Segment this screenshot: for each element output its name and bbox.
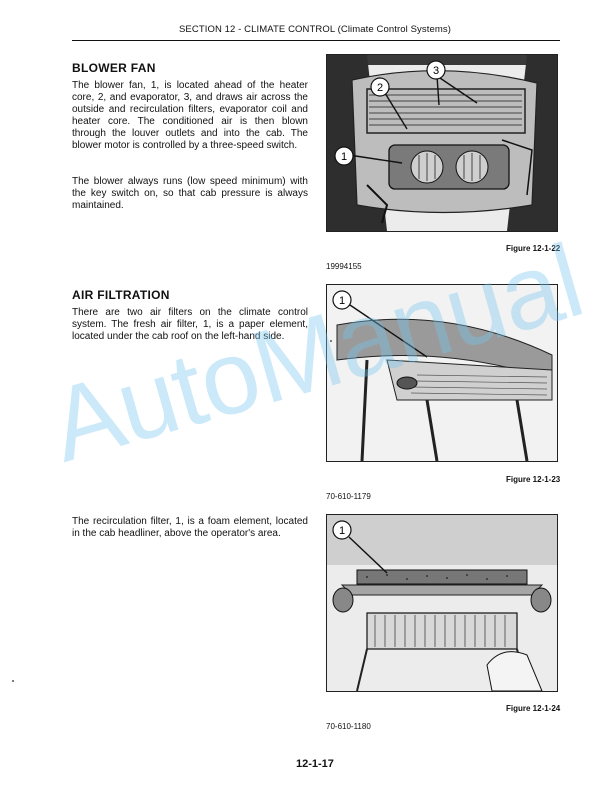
figure-12-1-23-callouts: 1 [332,290,352,310]
callout-2: 2 [370,77,390,97]
figure-12-1-22-id: 19994155 [326,262,362,271]
figure-12-1-23-photo [326,284,558,462]
header-rule [72,40,560,41]
scan-speck [330,340,332,342]
figure-12-1-24-caption: Figure 12-1-24 [506,704,561,713]
callout-1: 1 [332,290,352,310]
scan-speck [12,680,14,682]
section-header: SECTION 12 - CLIMATE CONTROL (Climate Co… [179,24,451,35]
figure-12-1-23-id: 70-610-1179 [326,492,371,501]
figure-12-1-24-photo [326,514,558,692]
blower-fan-paragraph-1: The blower fan, 1, is located ahead of t… [72,80,308,151]
callout-1-label: 1 [339,295,345,307]
air-filtration-heading: AIR FILTRATION [72,288,170,302]
figure-12-1-22-photo [326,54,558,232]
figure-12-1-24-callouts: 1 [332,520,352,540]
figure-12-1-24-id: 70-610-1180 [326,722,371,731]
callout-1-label: 1 [339,525,345,537]
figure-12-1-22-callouts: 1 2 3 [334,60,446,166]
recirculation-filter-illustration [327,515,557,691]
callout-1: 1 [334,146,354,166]
fresh-air-filter-illustration [327,285,557,461]
callout-3: 3 [426,60,446,80]
callout-2-label: 2 [377,82,383,94]
callout-1-label: 1 [341,151,347,163]
callout-3-label: 3 [433,65,439,77]
recirculation-filter-paragraph: The recirculation filter, 1, is a foam e… [72,516,308,539]
blower-fan-heading: BLOWER FAN [72,61,156,75]
blower-fan-illustration [327,55,557,231]
air-filtration-paragraph-1: There are two air filters on the climate… [72,307,308,342]
blower-fan-paragraph-2: The blower always runs (low speed minimu… [72,176,308,211]
page-number: 12-1-17 [296,758,334,770]
callout-1: 1 [332,520,352,540]
figure-12-1-22-caption: Figure 12-1-22 [506,244,561,253]
figure-12-1-23-caption: Figure 12-1-23 [506,475,561,484]
